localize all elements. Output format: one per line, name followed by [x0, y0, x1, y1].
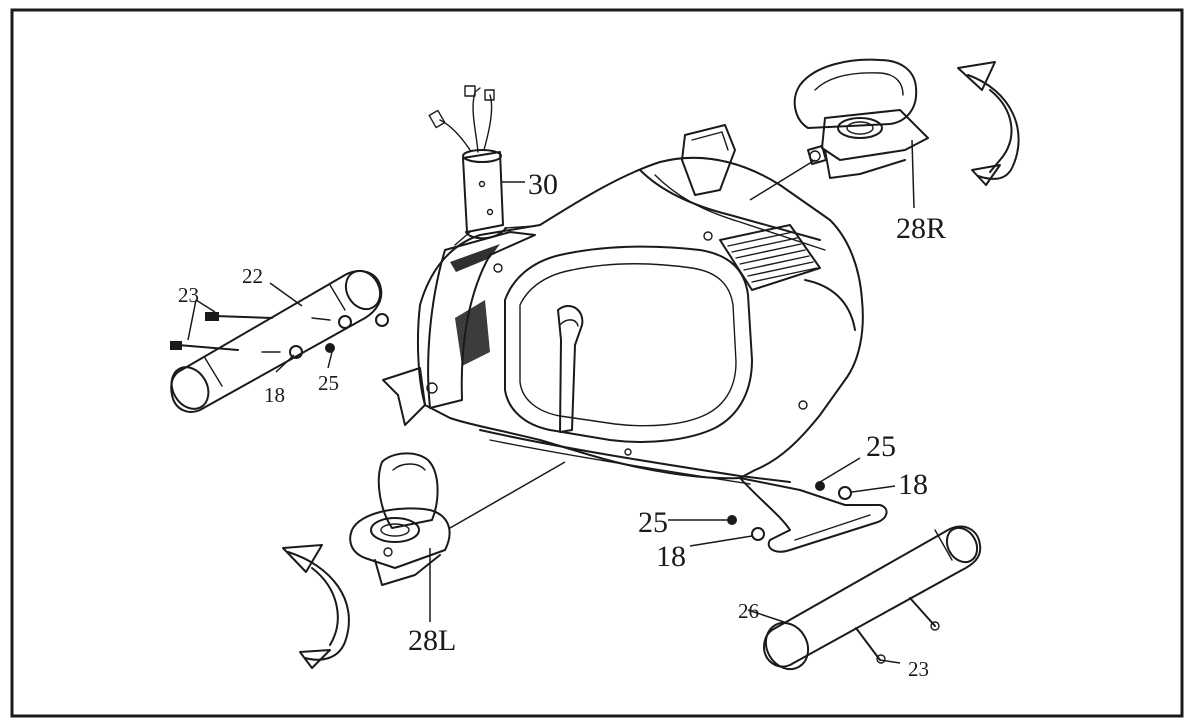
vent-slots: [727, 231, 818, 283]
label-part-18-rear-bottom: 18: [656, 540, 686, 573]
label-part-25-rear-top: 25: [866, 430, 896, 463]
leader-28L-axis: [449, 461, 566, 529]
leader-28R: [911, 139, 915, 209]
label-part-26: 26: [738, 599, 759, 623]
leader-28R-axis: [749, 159, 816, 201]
rear-stabilizer: [747, 525, 982, 671]
label-part-23-rear: 23: [908, 657, 929, 681]
rear-bracket: [668, 457, 896, 553]
label-part-18-front: 18: [264, 383, 285, 407]
handlebar-post: [428, 85, 536, 246]
left-pedal: [349, 452, 566, 622]
bike-main-frame: [382, 124, 864, 485]
curved-arrow-icon: [282, 544, 350, 669]
label-part-23-front: 23: [178, 283, 199, 307]
label-part-30: 30: [528, 168, 558, 201]
curved-arrow-icon: [957, 61, 1020, 186]
label-part-18-rear-top: 18: [898, 468, 928, 501]
label-part-25-rear-bottom: 25: [638, 506, 668, 539]
label-part-28L: 28L: [408, 624, 456, 657]
right-pedal: [749, 58, 929, 209]
label-part-28R: 28R: [896, 212, 946, 245]
label-part-22: 22: [242, 264, 263, 288]
diagram-frame: [10, 8, 1184, 718]
label-part-25-front: 25: [318, 371, 339, 395]
front-stabilizer: [170, 269, 389, 413]
